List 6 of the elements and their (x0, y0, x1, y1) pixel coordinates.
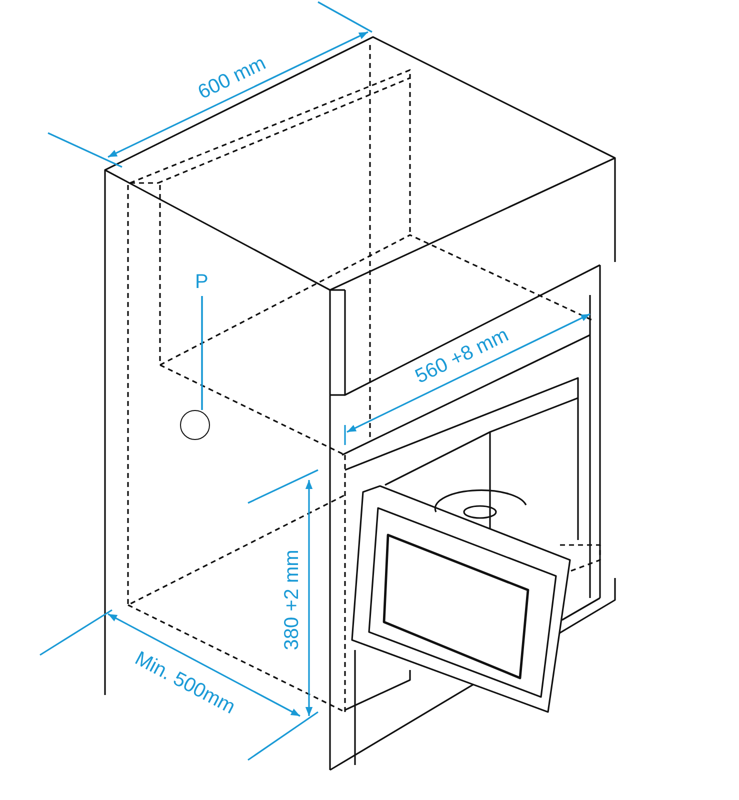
part-label: P (195, 272, 211, 292)
dimension-label: 560 +8 mm (412, 324, 512, 388)
dimension-label: 380 +2 mm (282, 550, 302, 650)
connection-circle (180, 410, 210, 440)
dimension-label: 600 mm (195, 53, 269, 103)
leader-line (201, 296, 203, 410)
